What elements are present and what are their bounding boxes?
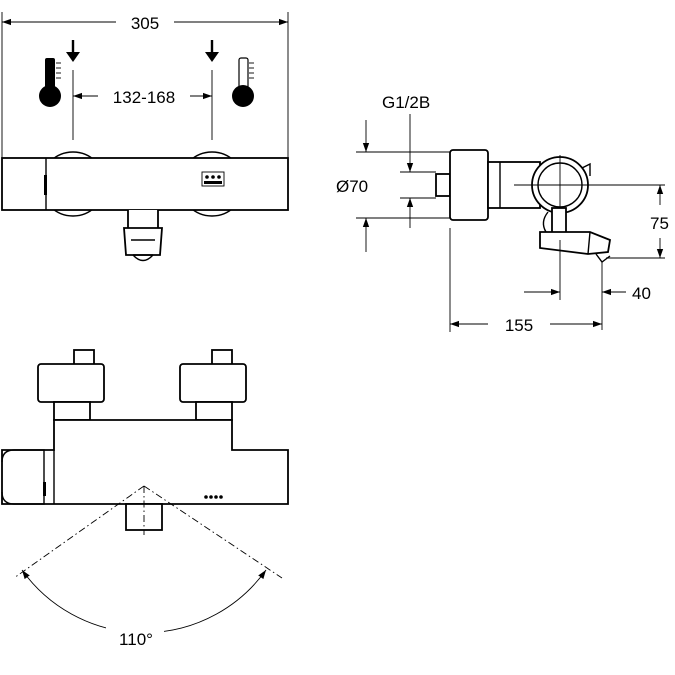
arrow-down-icon [205, 40, 219, 62]
thermometer-cold-icon [232, 57, 254, 107]
arrow-down-icon [66, 40, 80, 62]
front-view: 305 [1, 12, 289, 262]
side-view: G1/2B Ø70 [336, 93, 669, 335]
overall-width-label: 305 [131, 14, 159, 33]
thermometer-hot-icon [39, 58, 61, 107]
connection-spacing-label: 132-168 [113, 88, 175, 107]
swivel-angle-label: 110° [119, 630, 153, 649]
projection-label: 155 [505, 316, 533, 335]
diameter-label: Ø70 [336, 177, 368, 196]
top-view: 110° [1, 349, 289, 649]
height-offset-label: 75 [650, 214, 669, 233]
spout-offset-label: 40 [632, 284, 651, 303]
thread-label: G1/2B [382, 93, 430, 112]
